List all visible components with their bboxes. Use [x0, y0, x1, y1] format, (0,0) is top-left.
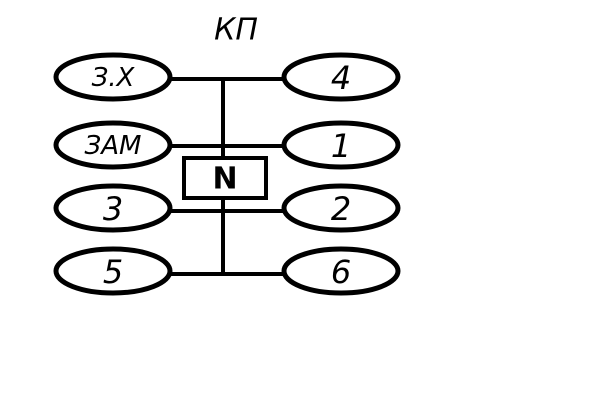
gear-position-right-1	[281, 52, 401, 102]
diagram-title: КП	[214, 13, 258, 48]
gear-label: 5	[103, 253, 123, 291]
neutral-label: N	[212, 162, 237, 197]
gear-label: 6	[331, 253, 351, 291]
gear-position-left-4	[53, 246, 173, 296]
gear-label: 4	[331, 59, 351, 97]
gear-label: 2	[331, 190, 351, 228]
gear-label: 3	[103, 190, 123, 228]
gear-position-right-2	[281, 120, 401, 170]
gear-position-right-3	[281, 183, 401, 233]
gear-position-left-2	[53, 120, 173, 170]
neutral-box	[182, 156, 268, 200]
gear-label: З.Х	[92, 63, 136, 93]
gear-label: 1	[331, 127, 351, 165]
gear-position-left-1	[53, 52, 173, 102]
gear-position-left-3	[53, 183, 173, 233]
gear-position-right-4	[281, 246, 401, 296]
gear-label: ЗАМ	[85, 131, 142, 161]
